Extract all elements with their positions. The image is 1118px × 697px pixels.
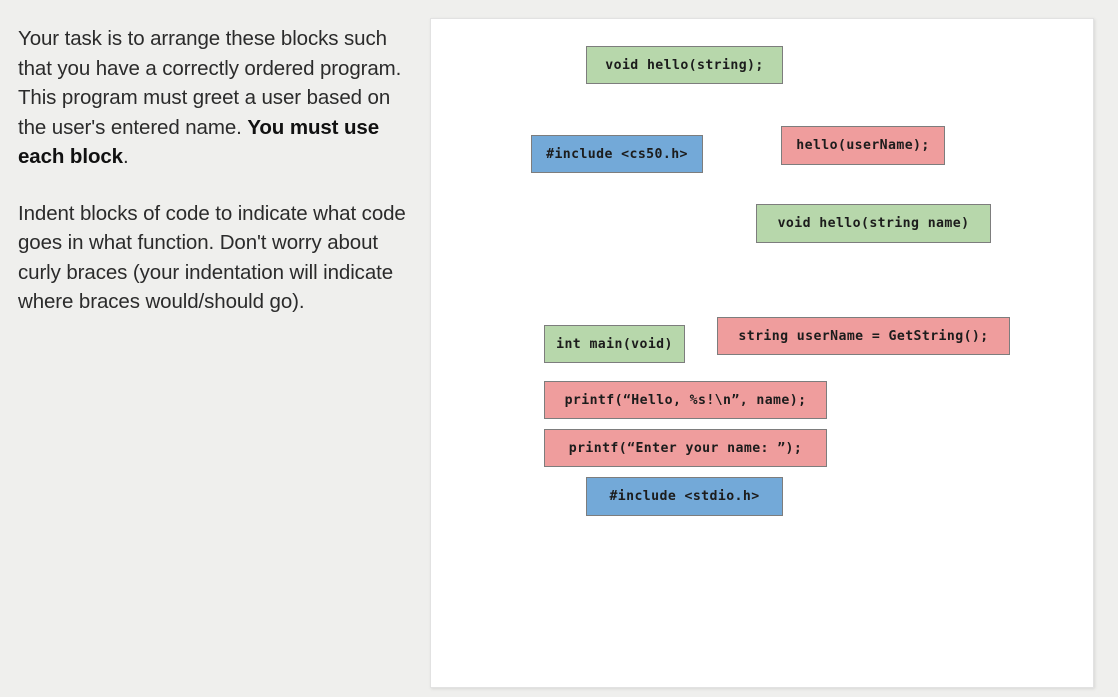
code-block-int-main[interactable]: int main(void) <box>544 325 685 363</box>
code-block-getstring-assignment[interactable]: string userName = GetString(); <box>717 317 1010 355</box>
code-block-void-hello-definition[interactable]: void hello(string name) <box>756 204 991 243</box>
code-block-printf-enter-name[interactable]: printf(“Enter your name: ”); <box>544 429 827 467</box>
block-arrangement-canvas[interactable]: void hello(string); #include <cs50.h> hell… <box>430 18 1094 688</box>
instruction-paragraph-1-text: Your task is to arrange these blocks suc… <box>18 27 402 139</box>
code-block-hello-username-call[interactable]: hello(userName); <box>781 126 945 165</box>
code-block-printf-hello[interactable]: printf(“Hello, %s!\n”, name); <box>544 381 827 419</box>
instruction-emphasis: You must use each block <box>18 115 380 169</box>
instruction-paragraph-2: Indent blocks of code to indicate what c… <box>18 201 406 314</box>
code-block-include-cs50[interactable]: #include <cs50.h> <box>531 135 703 173</box>
instruction-paragraph-1: Your task is to arrange these blocks suc… <box>18 24 410 172</box>
instruction-paragraph-1-tail: . <box>122 145 129 168</box>
instructions-panel: Your task is to arrange these blocks suc… <box>18 24 410 344</box>
code-block-void-hello-prototype[interactable]: void hello(string); <box>586 46 783 84</box>
code-block-include-stdio[interactable]: #include <stdio.h> <box>586 477 783 516</box>
